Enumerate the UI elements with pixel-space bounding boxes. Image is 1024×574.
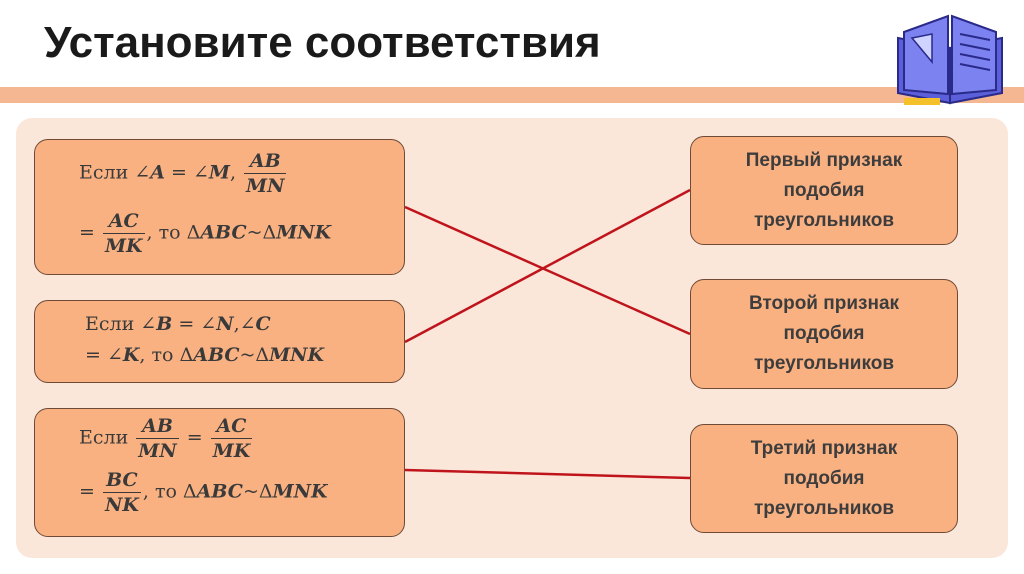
right-item-first-criterion[interactable]: Первый признак подобия треугольников xyxy=(690,136,958,245)
then-word: , то Δ xyxy=(139,344,194,366)
eq: = ∠ xyxy=(164,161,209,184)
var-n: N xyxy=(216,313,234,335)
title-underline-bar xyxy=(0,87,1024,103)
right-item-label: Третий признак подобия треугольников xyxy=(750,437,898,519)
if-word: Если xyxy=(79,426,129,449)
then-word: , то Δ xyxy=(142,480,197,503)
triangle-mnk: MNK xyxy=(269,344,325,366)
eq: = xyxy=(79,480,95,503)
page-title: Установите соответствия xyxy=(44,18,601,67)
if-word: Если ∠ xyxy=(79,161,151,184)
line-item2-to-first xyxy=(404,188,691,344)
geometry-book-icon xyxy=(897,14,1003,105)
triangle-abc: ABC xyxy=(196,480,243,503)
comma: ,∠ xyxy=(233,313,256,335)
right-item-second-criterion[interactable]: Второй признак подобия треугольников xyxy=(690,279,958,389)
left-item-2[interactable]: Если ∠B = ∠N,∠C = ∠K, то ΔABC~ΔMNK xyxy=(34,300,405,383)
if-word: Если ∠ xyxy=(85,313,157,335)
triangle-abc: ABC xyxy=(200,221,247,244)
similar-sign: ~Δ xyxy=(242,480,273,503)
eq: = xyxy=(186,426,203,449)
var-m: M xyxy=(208,161,230,184)
var-a: A xyxy=(150,161,165,184)
eq: = xyxy=(79,221,95,244)
triangle-mnk: MNK xyxy=(276,221,332,244)
similar-sign: ~Δ xyxy=(246,221,277,244)
line-item3-to-third xyxy=(404,468,691,480)
triangle-mnk: MNK xyxy=(272,480,328,503)
right-item-third-criterion[interactable]: Третий признак подобия треугольников xyxy=(690,424,958,533)
then-word: , то Δ xyxy=(146,221,201,244)
comma: , xyxy=(229,161,236,184)
eq: = ∠ xyxy=(85,344,123,366)
triangle-abc: ABC xyxy=(193,344,240,366)
var-c: C xyxy=(255,313,271,335)
line-item1-to-second xyxy=(404,205,691,336)
var-b: B xyxy=(156,313,173,335)
similar-sign: ~Δ xyxy=(239,344,270,366)
eq: = ∠ xyxy=(172,313,217,335)
right-item-label: Первый признак подобия треугольников xyxy=(745,149,903,231)
var-k: K xyxy=(122,344,140,366)
right-item-label: Второй признак подобия треугольников xyxy=(748,293,900,374)
